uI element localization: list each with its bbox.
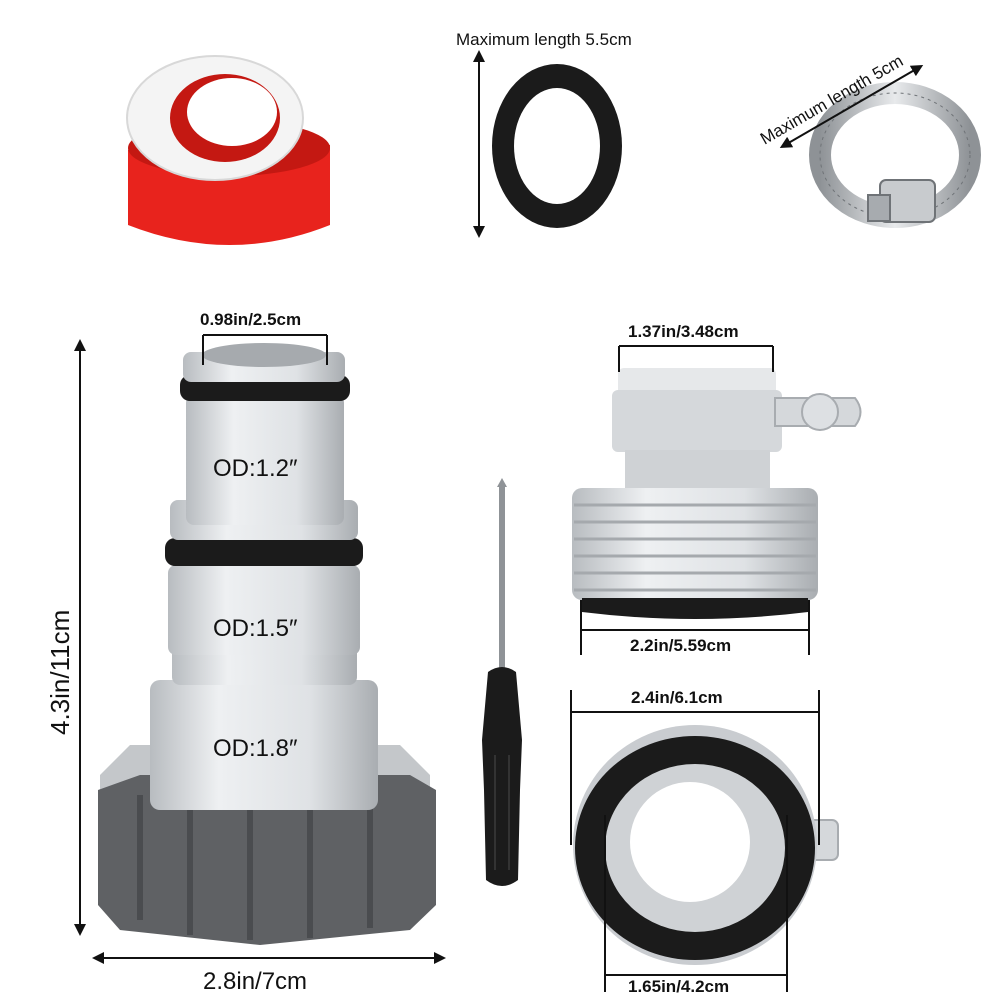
adapter-top-label: 0.98in/2.5cm [200,310,302,329]
screwdriver [482,478,522,886]
ring-inner-label: 1.65in/4.2cm [628,977,730,996]
gasket-length-label: Maximum length 5.5cm [456,30,632,49]
threaded-adapter [572,368,862,619]
ring-adapter [573,725,839,965]
od-medium-label: OD:1.5″ [213,615,298,642]
adapter-width-label: 2.8in/7cm [203,968,308,995]
threaded-bottom-label: 2.2in/5.59cm [630,636,732,655]
rubber-gasket [492,64,622,228]
od-large-label: OD:1.8″ [213,735,298,762]
clamp-length-arrow [779,64,924,149]
adapter-height-label: 4.3in/11cm [45,609,75,735]
threaded-top-label: 1.37in/3.48cm [628,322,739,341]
thread-seal-tape [126,55,330,245]
ring-outer-label: 2.4in/6.1cm [631,688,723,707]
stepped-hose-adapter [98,343,436,945]
od-small-label: OD:1.2″ [213,455,298,482]
